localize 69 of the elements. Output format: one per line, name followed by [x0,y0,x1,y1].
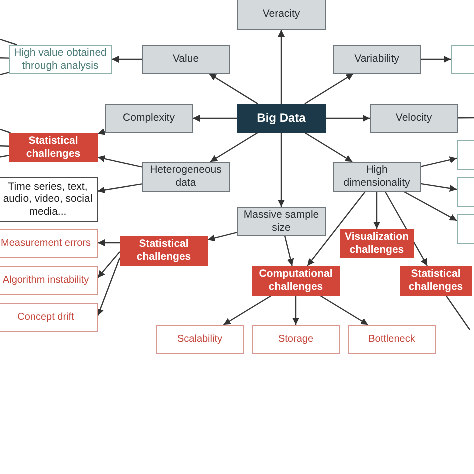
challenge-box [120,236,208,266]
issue-box [0,303,98,332]
box-label: Statistical challenges [408,268,464,294]
arrow [112,56,142,63]
process-box [237,207,326,236]
arrow [304,73,354,105]
arrow [374,192,380,229]
arrow [421,56,451,63]
box-label: Computational challenges [258,268,334,294]
box-label: Time series, text, audio, video, social media... [2,180,94,218]
box-label: Algorithm instability [2,274,90,286]
process-box [237,0,326,30]
arrow [208,232,238,242]
box-label: Velocity [396,112,432,125]
arrow [98,252,120,278]
arrow [404,191,458,222]
box-label: Statistical challenges [25,134,82,160]
process-box [142,162,230,192]
challenge-box [400,266,472,296]
challenge-box [252,266,340,296]
box-label: Bottleneck [368,334,416,346]
process-box [142,45,230,74]
box-label: Scalability [177,334,223,346]
process-box [333,45,421,74]
challenge-box [340,229,414,258]
box-label: Heterogeneous data [149,164,223,190]
arrow [98,240,120,246]
arrow [210,132,258,163]
central-box [237,104,326,133]
box-label: Complexity [123,112,175,125]
box-label: High dimensionality [342,164,412,190]
process-box [105,104,193,133]
arrow [278,133,285,207]
arrow [98,184,142,194]
box-label: Storage [278,334,314,346]
arrow [292,296,300,325]
arrow [420,183,458,192]
arrow [284,236,294,266]
issue-box [252,325,340,354]
box-label: High value obtained through analysis [13,46,108,72]
arrow [326,115,370,122]
arrow [420,156,458,168]
outcome-box [9,45,112,74]
arrow [320,295,369,326]
arrow [223,295,272,326]
box-label: Big Data [257,111,306,126]
arrow [98,128,106,136]
issue-box [0,229,98,258]
box-label: Massive sample size [242,208,320,234]
issue-box [0,266,98,295]
arrow [307,192,366,266]
challenge-box [9,133,98,162]
box-label: Variability [354,53,400,66]
box-label: Veracity [262,8,300,20]
issue-box [348,325,436,354]
box-label: Value [172,53,200,66]
arrow [98,156,142,168]
process-box [333,162,421,192]
box-label: Visualization challenges [344,230,410,256]
arrow [278,30,285,104]
arrow [97,258,121,316]
box-label: Statistical challenges [136,238,192,264]
box-label: Measurement errors [0,238,92,250]
arrow [193,115,237,122]
issue-box [156,325,244,354]
arrow [304,132,353,163]
arrow [209,73,258,105]
process-box [370,104,458,133]
box-label: Concept drift [18,312,74,324]
